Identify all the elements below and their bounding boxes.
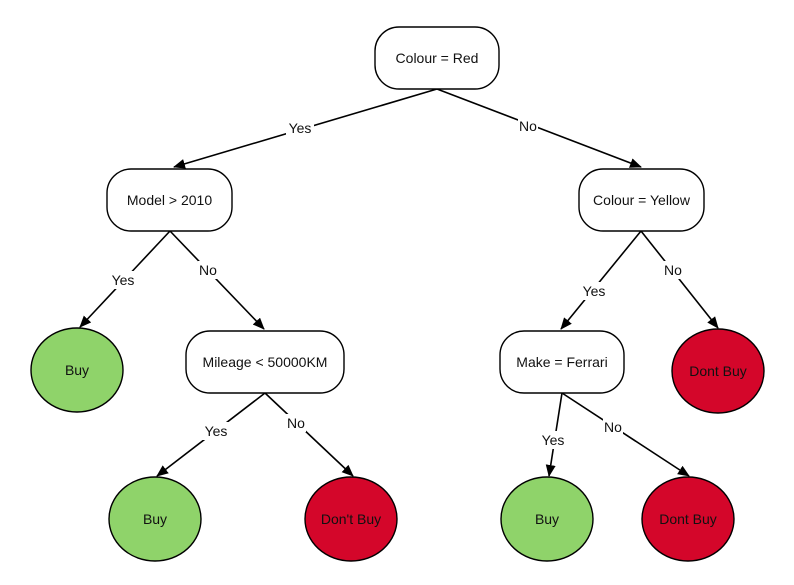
edge-yellow-to-make — [560, 230, 642, 330]
edge-label-background — [109, 271, 137, 289]
node-label: Model > 2010 — [127, 192, 212, 208]
decision-box — [106, 168, 233, 232]
node-buy3: Buy — [500, 476, 594, 562]
edge-label-background — [286, 414, 306, 432]
edge-label-background — [580, 282, 608, 300]
edge-label-yes: Yes — [112, 272, 135, 288]
node-label: Buy — [143, 511, 167, 527]
node-label: Dont Buy — [689, 363, 747, 379]
edge-label-background — [518, 117, 538, 135]
node-label: Buy — [535, 511, 559, 527]
dont-buy-leaf-circle — [304, 476, 398, 562]
edge-label-yes: Yes — [289, 120, 312, 136]
edge-mileage-to-dontbuy2 — [264, 392, 354, 477]
edge-label-no: No — [664, 262, 682, 278]
node-label: Mileage < 50000KM — [203, 354, 328, 370]
node-yellow: Colour = Yellow — [578, 168, 705, 232]
edge-label-yes: Yes — [583, 283, 606, 299]
edge-label-no: No — [519, 118, 537, 134]
buy-leaf-circle — [30, 327, 124, 413]
edge-label-yes: Yes — [542, 432, 565, 448]
dont-buy-leaf-circle — [671, 328, 765, 414]
edge-make-to-dontbuy3 — [561, 392, 690, 477]
edge-model-to-mileage — [169, 230, 265, 330]
node-dontbuy3: Dont Buy — [641, 476, 735, 562]
decision-box — [185, 330, 345, 394]
edge-label-background — [286, 119, 314, 137]
node-mileage: Mileage < 50000KM — [185, 330, 345, 394]
edge-label-background — [603, 418, 623, 436]
node-label: Colour = Yellow — [593, 192, 691, 208]
edge-label-yes: Yes — [205, 423, 228, 439]
node-root: Colour = Red — [374, 26, 500, 90]
node-label: Buy — [65, 362, 89, 378]
buy-leaf-circle — [500, 476, 594, 562]
decision-box — [374, 26, 500, 90]
edge-label-background — [663, 261, 683, 279]
edge-label-no: No — [199, 262, 217, 278]
edge-label-no: No — [287, 415, 305, 431]
edge-label-background — [202, 422, 230, 440]
node-label: Make = Ferrari — [516, 354, 607, 370]
edge-label-background — [539, 431, 567, 449]
node-label: Dont Buy — [659, 511, 717, 527]
node-buy1: Buy — [30, 327, 124, 413]
decision-box — [499, 330, 625, 394]
node-model: Model > 2010 — [106, 168, 233, 232]
decision-box — [578, 168, 705, 232]
node-make: Make = Ferrari — [499, 330, 625, 394]
edge-label-background — [198, 261, 218, 279]
node-dontbuy1: Dont Buy — [671, 328, 765, 414]
dont-buy-leaf-circle — [641, 476, 735, 562]
node-buy2: Buy — [108, 476, 202, 562]
buy-leaf-circle — [108, 476, 202, 562]
edge-yellow-to-dontbuy1 — [640, 230, 719, 329]
node-label: Don't Buy — [321, 511, 381, 527]
edge-root-to-yellow — [436, 88, 642, 168]
node-label: Colour = Red — [396, 50, 479, 66]
node-dontbuy2: Don't Buy — [304, 476, 398, 562]
edge-label-no: No — [604, 419, 622, 435]
